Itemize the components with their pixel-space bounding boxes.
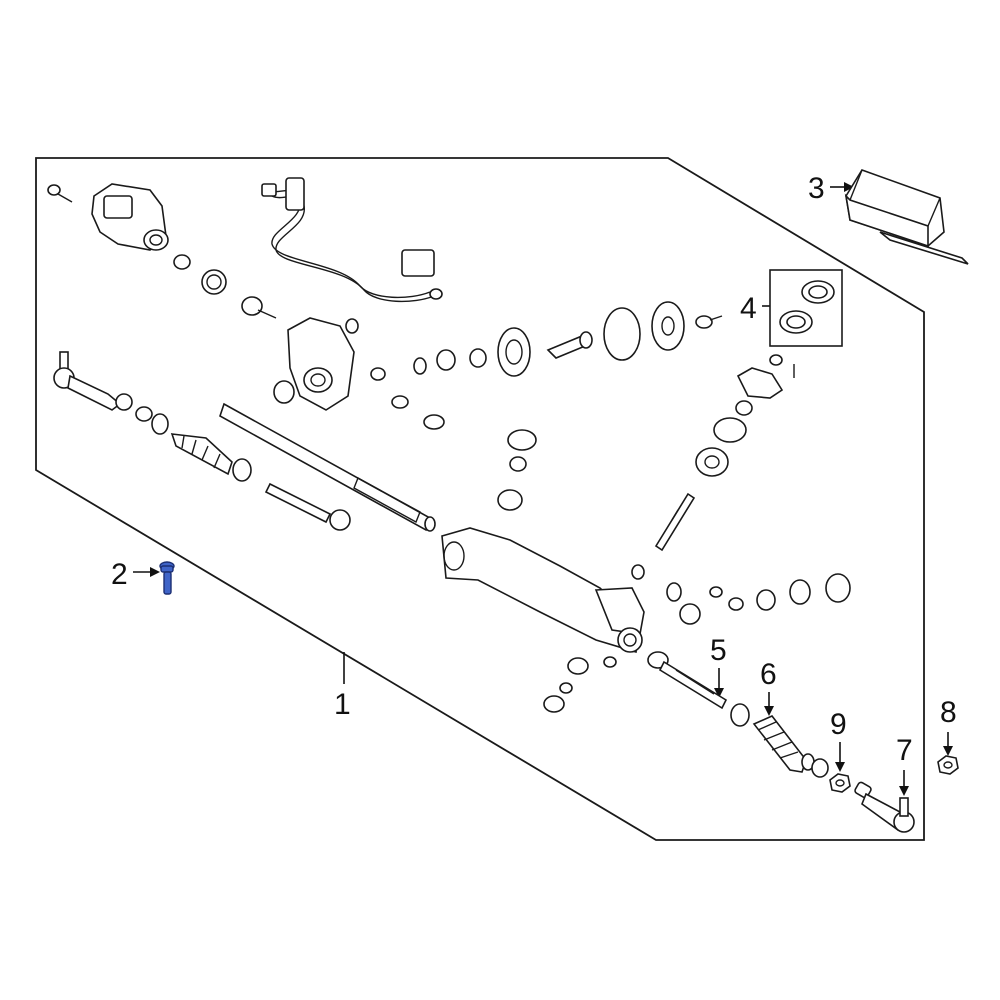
callout-9[interactable]: 9: [830, 708, 847, 741]
wiring-harness: [261, 177, 443, 303]
callout-5[interactable]: 5: [710, 634, 727, 667]
flange-bolt: [241, 296, 277, 319]
motor-unit: [91, 183, 169, 251]
callout-1[interactable]: 1: [334, 688, 351, 721]
screw: [47, 184, 73, 203]
callout-2[interactable]: 2: [111, 558, 128, 591]
callout-3[interactable]: 3: [808, 172, 825, 205]
bearing: [651, 301, 685, 351]
outer-tie-rod-end[interactable]: [854, 781, 915, 833]
seal-kit-box: [769, 269, 843, 347]
inner-tie-rod[interactable]: [647, 651, 728, 710]
seal-kit[interactable]: [779, 280, 835, 334]
rack-housing: [441, 527, 645, 654]
left-boot: [170, 433, 233, 476]
jam-nut[interactable]: [811, 758, 851, 793]
rack-bar: [219, 402, 436, 532]
sensor-housing: [273, 317, 355, 411]
rack-boot[interactable]: [730, 703, 815, 773]
assembly-frame: [35, 157, 925, 841]
callout-2-arrowhead: [150, 567, 160, 577]
callout-6[interactable]: 6: [760, 658, 777, 691]
left-tie-rod-end: [53, 351, 133, 411]
callout-6-arrowhead: [764, 706, 774, 716]
pin-bolt: [695, 315, 723, 329]
bolt-highlighted[interactable]: [159, 561, 175, 595]
callout-9-arrowhead: [835, 762, 845, 772]
callout-8-arrowhead: [943, 746, 953, 756]
assembly-parts: [47, 177, 851, 713]
callout-3-arrowhead: [844, 182, 854, 192]
callout-8[interactable]: 8: [940, 696, 957, 729]
left-inner-tie-rod: [264, 482, 351, 531]
worm-shaft: [546, 331, 593, 359]
callout-7[interactable]: 7: [896, 734, 913, 767]
worm-gear: [497, 327, 531, 377]
tie-rod-nut[interactable]: [937, 755, 959, 775]
callout-5-arrowhead: [714, 688, 724, 698]
pinion-shaft: [654, 492, 696, 552]
rack-cover[interactable]: [844, 169, 969, 265]
callout-7-arrowhead: [899, 786, 909, 796]
callout-4[interactable]: 4: [740, 292, 757, 325]
